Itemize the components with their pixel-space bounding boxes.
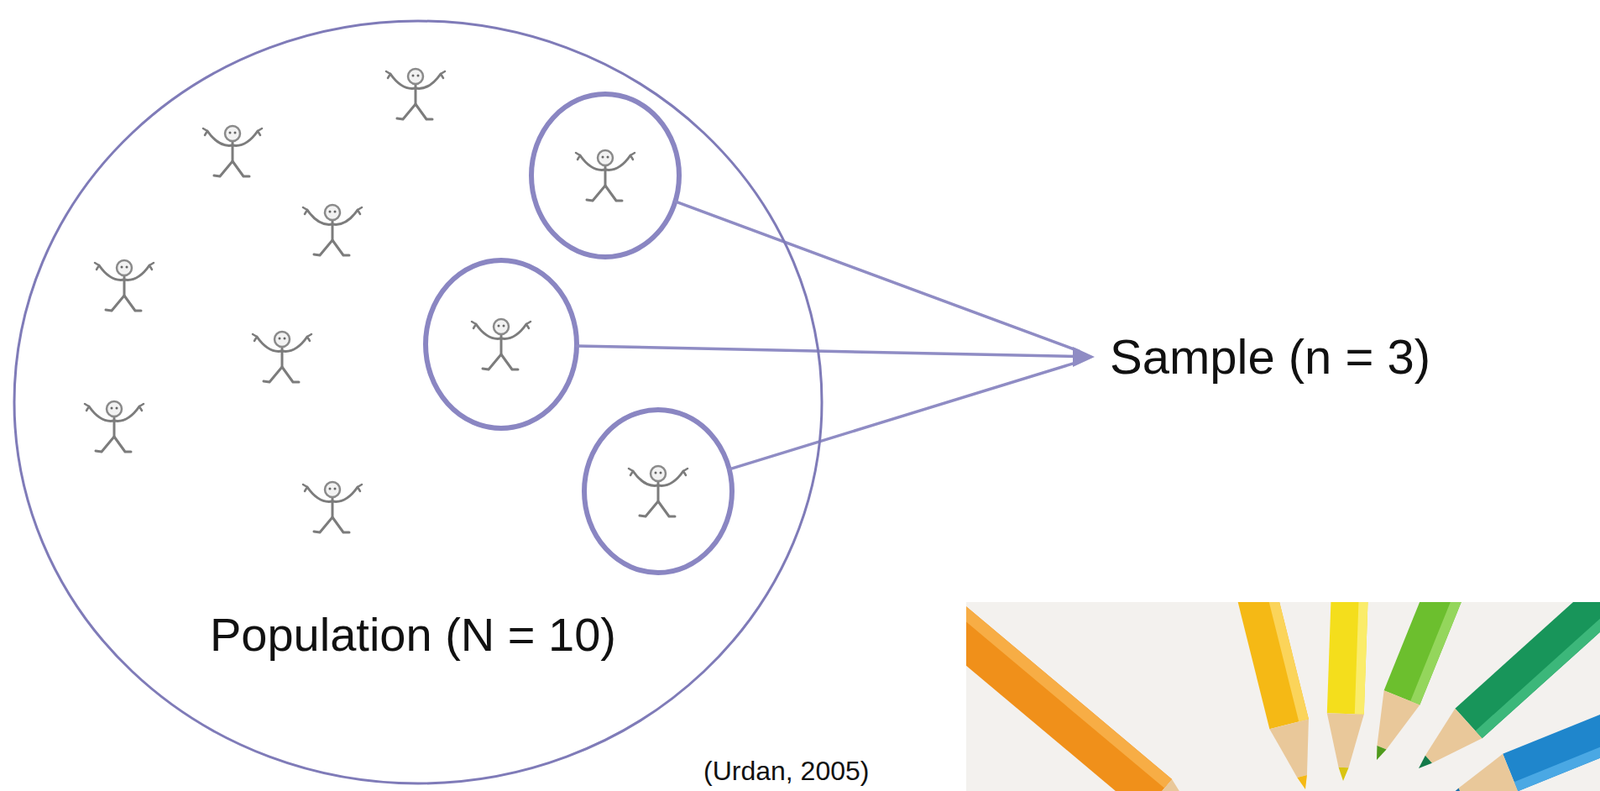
node-text: Sample (n = 3) xyxy=(1109,329,1431,386)
citation: (Urdan, 2005) xyxy=(703,755,869,787)
population-ellipse: Population (N = 10) xyxy=(11,18,825,786)
node-text: Population (N = 10) xyxy=(209,607,617,662)
stick-figures xyxy=(84,68,688,533)
ellipse-outline xyxy=(11,18,825,786)
sample-arrow xyxy=(576,201,1095,470)
sample-box: Sample (n = 3) xyxy=(1106,325,1434,389)
sample-circles xyxy=(425,94,733,573)
pencils-photo xyxy=(966,601,1600,791)
